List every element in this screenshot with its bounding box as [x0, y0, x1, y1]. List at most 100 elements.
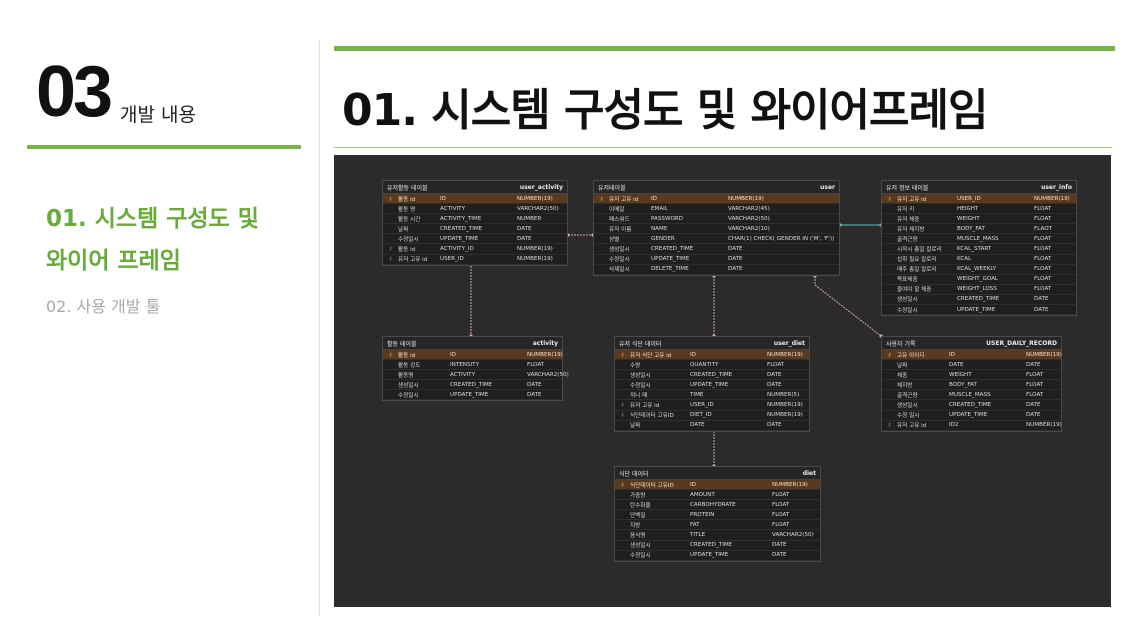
erd-column-logical: 활동 id: [398, 196, 416, 203]
erd-column-logical: 활동 명: [398, 206, 416, 213]
erd-column-physical: NAME: [651, 225, 668, 232]
erd-table-physical-name: user_info: [1041, 183, 1072, 191]
key-icon: ⚷: [887, 422, 892, 429]
erd-column-type: VARCHAR2(50): [728, 215, 770, 222]
erd-column-type: DATE: [517, 225, 532, 232]
erd-table-logical-name: 사용자 기록: [886, 340, 916, 348]
erd-column-logical: 매주 총일 칼로리: [897, 267, 937, 274]
erd-column-logical: 식단데이터 고유ID: [630, 413, 674, 420]
erd-column-physical: GENDER: [651, 235, 675, 242]
erd-column-type: NUMBER(19): [1026, 422, 1062, 429]
erd-column-physical: USER_ID: [690, 402, 714, 409]
erd-column-type: VARCHAR2(50): [527, 371, 569, 378]
menu-item-tools[interactable]: 02. 사용 개발 툴: [46, 297, 161, 316]
erd-column-physical: WEIGHT: [957, 215, 980, 222]
erd-column-physical: BODY_FAT: [949, 381, 977, 388]
erd-column-type: FLOAT: [1034, 256, 1052, 263]
erd-column-physical: ID: [690, 351, 696, 358]
erd-column-logical: 활동 시간: [398, 216, 421, 223]
erd-column-physical: AMOUNT: [690, 491, 715, 498]
erd-table-physical-name: user: [820, 183, 835, 191]
erd-column-physical: UPDATE_TIME: [690, 381, 729, 388]
erd-column-logical: 활동 id: [398, 247, 416, 254]
erd-table-physical-name: user_diet: [773, 339, 805, 347]
erd-column-physical: TITLE: [690, 532, 706, 539]
menu-item-active[interactable]: 01. 시스템 구성도 및 와이어 프레임: [46, 198, 306, 282]
erd-column-logical: 날짜: [398, 226, 409, 233]
erd-column-physical: PASSWORD: [651, 215, 684, 222]
erd-column-logical: 체중: [897, 372, 908, 379]
erd-column-logical: 체지방: [897, 382, 913, 389]
erd-column-type: DATE: [1034, 296, 1049, 303]
menu-item-active-line1: 01. 시스템 구성도 및: [46, 206, 259, 232]
erd-column-logical: 날짜: [897, 362, 908, 369]
erd-column-logical: 유저 고유 id: [897, 423, 927, 430]
erd-column-type: NUMBER(19): [527, 351, 563, 358]
erd-column-physical: UPDATE_TIME: [957, 306, 996, 313]
erd-column-type: DATE: [767, 381, 782, 388]
erd-column-type: DATE: [1026, 412, 1041, 419]
erd-column-logical: 음식명: [630, 533, 646, 540]
section-label: 개발 내용: [120, 104, 196, 126]
erd-column-logical: 유저 체지방: [897, 226, 925, 233]
erd-column-type: NUMBER(5): [767, 391, 800, 398]
erd-column-logical: 끼니 때: [630, 392, 648, 399]
erd-column-physical: ACTIVITY: [440, 205, 466, 212]
erd-column-physical: QUANTITY: [690, 361, 719, 368]
erd-column-physical: DATE: [949, 361, 964, 368]
erd-column-logical: 삭제일시: [609, 267, 630, 274]
erd-column-type: DATE: [767, 371, 782, 378]
erd-column-type: FLOAT: [1034, 205, 1052, 212]
erd-column-logical: 골격근량: [897, 236, 918, 243]
erd-table-physical-name: activity: [532, 339, 558, 347]
erd-column-logical: 수량: [630, 362, 641, 369]
erd-column-physical: DIET_ID: [690, 412, 712, 419]
erd-column-type: FLOAT: [1026, 391, 1044, 398]
erd-table-logical-name: 활동 테이블: [387, 340, 417, 348]
erd-column-type: DATE: [527, 381, 542, 388]
erd-column-logical: 생성일시: [630, 372, 651, 379]
key-icon: ⚷: [599, 195, 604, 202]
section-number: 03: [36, 52, 113, 132]
erd-column-physical: WEIGHT: [949, 371, 972, 378]
erd-column-physical: ID: [949, 351, 955, 358]
erd-column-physical: UPDATE_TIME: [949, 412, 988, 419]
erd-column-logical: 날짜: [630, 423, 641, 430]
erd-column-physical: UPDATE_TIME: [690, 552, 729, 559]
erd-column-logical: 수정일시: [609, 257, 630, 264]
title-underline: [334, 147, 1112, 148]
erd-column-logical: 유저 이름: [609, 226, 632, 233]
erd-column-physical: CREATED_TIME: [949, 402, 992, 409]
erd-column-logical: 활동명: [398, 372, 414, 379]
erd-column-logical: 수정일시: [398, 392, 419, 399]
